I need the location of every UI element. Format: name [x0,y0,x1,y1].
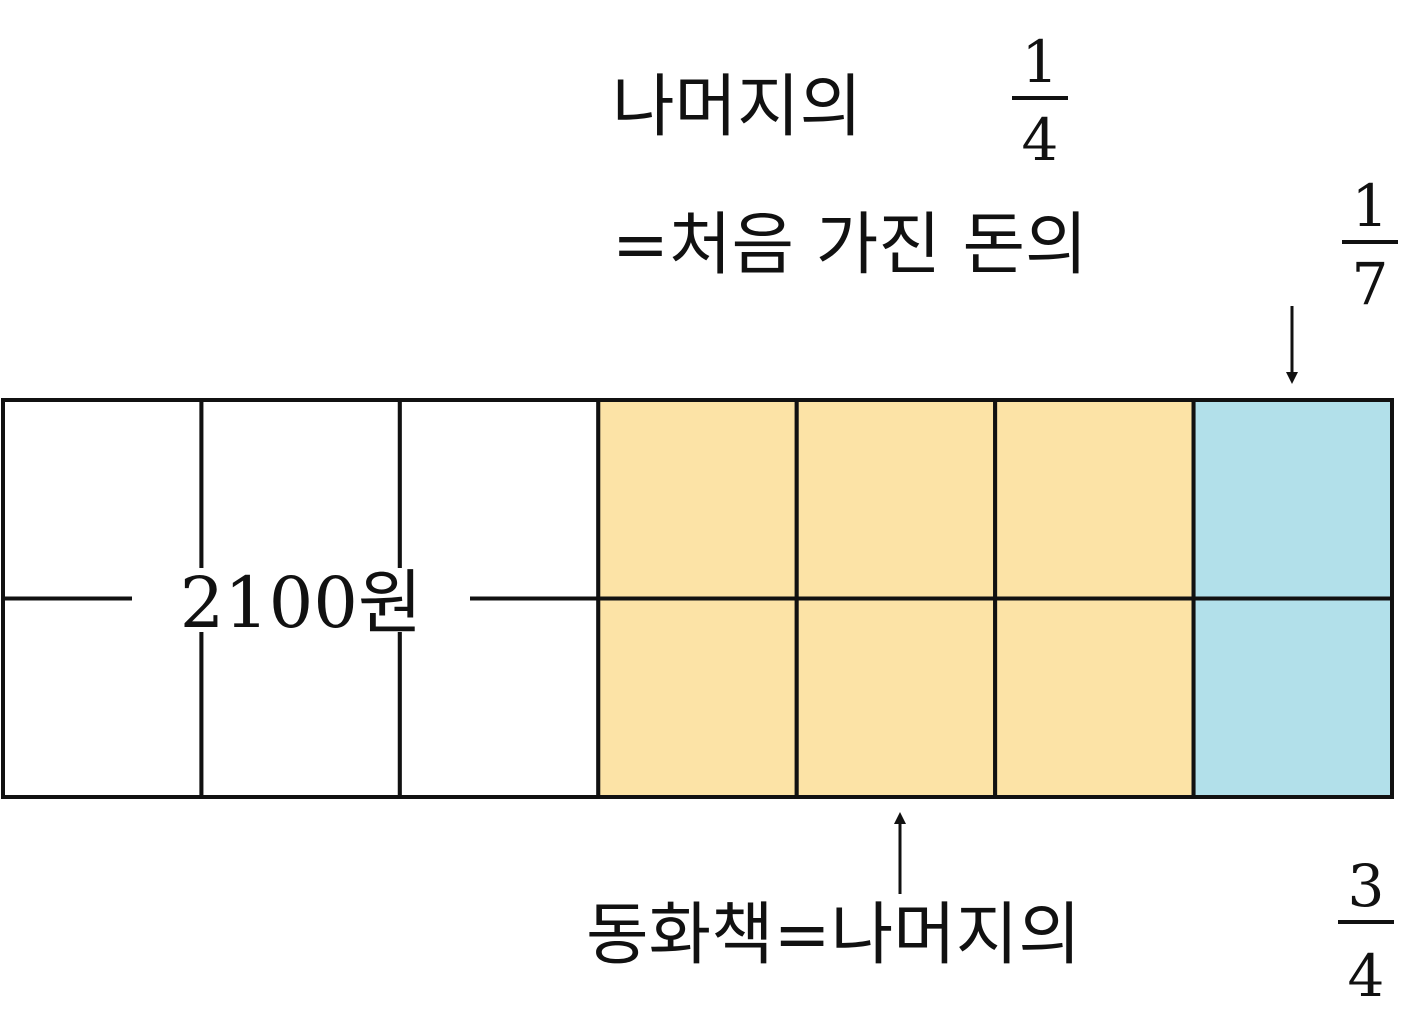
top-fraction2-numerator: 1 [1352,172,1389,240]
bottom-fraction-denominator: 4 [1348,942,1385,1010]
grid-cell-orange [596,398,799,601]
grid-cell-blue [1191,596,1394,799]
top-fraction-numerator: 1 [1022,28,1059,96]
amount-label: 2100원 [180,562,423,644]
center-label-background [132,568,470,632]
top-fraction-denominator: 4 [1022,106,1059,174]
grid-cell-orange [596,596,799,799]
grid [1,398,1394,799]
grid-cell-orange [993,398,1196,601]
grid-cell-white [1,398,204,601]
top-label-line1-text: 나머지의 [612,68,862,147]
grid-cell-orange [794,596,998,799]
bottom-label-text: 동화책=나머지의 [586,896,1081,975]
grid-cell-orange [794,398,998,601]
top-fraction2-denominator: 7 [1352,250,1389,318]
grid-cell-orange [993,596,1196,799]
grid-cell-blue [1191,398,1394,601]
grid-cell-white [199,398,402,601]
top-label-line2-text: =처음 가진 돈의 [612,206,1088,285]
bottom-fraction-numerator: 3 [1348,852,1385,920]
